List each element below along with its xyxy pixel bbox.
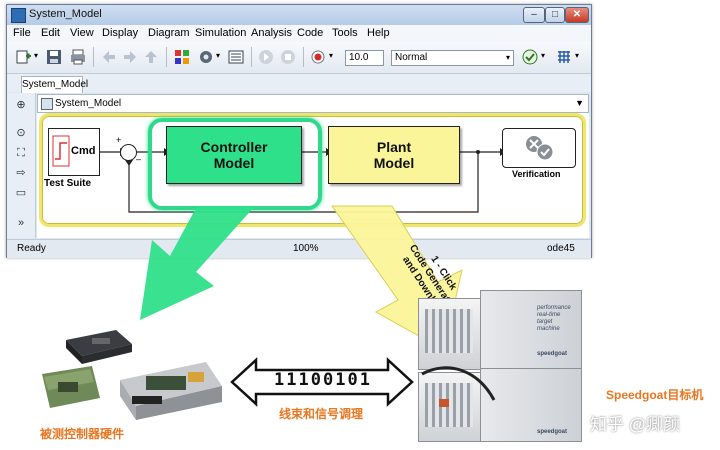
hide-browser-icon[interactable]: ⊕ (16, 99, 26, 111)
chevron-down-icon[interactable]: ▼ (575, 98, 584, 108)
test-suite-cmd: Cmd (71, 145, 96, 157)
chevron-down-icon[interactable]: ▾ (216, 51, 221, 60)
menu-code[interactable]: Code (297, 27, 324, 39)
chevron-down-icon[interactable]: ▾ (329, 51, 334, 60)
controller-hardware-image (42, 330, 222, 420)
binary-signal-text: 11100101 (274, 370, 372, 390)
forward-arrow-icon[interactable] (121, 48, 139, 66)
pause-icon[interactable] (279, 48, 297, 66)
controller-to-hardware-arrow (140, 206, 255, 320)
chevron-down-icon[interactable]: ▾ (541, 51, 546, 60)
test-suite-block[interactable]: Cmd (48, 128, 100, 176)
menu-diagram[interactable]: Diagram (148, 27, 190, 39)
minimize-button[interactable]: – (523, 7, 545, 23)
address-bar[interactable]: System_Model ▼ (37, 94, 589, 113)
plant-label-line1: Plant (376, 139, 412, 155)
menu-tools[interactable]: Tools (332, 27, 358, 39)
palette-sidebar: ⊕ ⊙ ⛶ ⇨ ▭ » (7, 93, 36, 238)
menu-edit[interactable]: Edit (41, 27, 60, 39)
speedgoat-target-machine: performance real-time target machine spe… (418, 290, 582, 444)
expand-sidebar-icon[interactable]: » (17, 217, 25, 229)
verification-label: Verification (512, 169, 561, 179)
sum-block[interactable] (120, 144, 137, 161)
test-suite-label: Test Suite (44, 178, 92, 189)
arrow-right-icon[interactable]: ⇨ (16, 167, 26, 179)
rack-port (439, 399, 449, 407)
fit-to-view-icon[interactable]: ⛶ (17, 147, 25, 159)
rack-slots-top (425, 309, 473, 353)
stop-time-input[interactable]: 10.0 (345, 50, 384, 66)
sum-plus-sign: + (116, 135, 122, 145)
controller-model-block[interactable]: Controller Model (166, 126, 302, 184)
binary-signal-arrow (230, 357, 414, 407)
plant-model-block[interactable]: Plant Model (328, 126, 460, 184)
print-icon[interactable] (69, 48, 87, 66)
back-arrow-icon[interactable] (100, 48, 118, 66)
rack-logo-top: speedgoat (537, 351, 568, 357)
rack-cable (421, 366, 496, 401)
verification-block[interactable] (502, 128, 576, 168)
up-arrow-icon[interactable] (142, 48, 160, 66)
simulink-app-icon (11, 8, 26, 23)
tab-strip: System_Model (7, 74, 591, 93)
rack-text-top: performance real-time target machine (537, 305, 571, 332)
toolbar: ▾ ▾ ▾ 10.0 Normal ▾ ▾ ▾ (7, 42, 591, 74)
settings-gear-icon[interactable] (197, 48, 215, 66)
maximize-button[interactable]: □ (545, 7, 565, 23)
chevron-down-icon[interactable]: ▾ (34, 51, 39, 60)
controller-label-line1: Controller (200, 139, 268, 155)
build-grid-icon[interactable] (555, 48, 573, 66)
speedgoat-brand: Speedgoat (606, 388, 668, 402)
window-title: System_Model (29, 8, 102, 20)
check-model-icon[interactable] (521, 48, 539, 66)
chevron-down-icon[interactable]: ▾ (575, 51, 580, 60)
zoom-level: 100% (293, 243, 319, 254)
zoom-icon[interactable]: ⊙ (16, 127, 26, 139)
model-explorer-icon[interactable] (227, 48, 245, 66)
menu-analysis[interactable]: Analysis (251, 27, 292, 39)
status-text: Ready (17, 243, 46, 254)
verification-status-icon (526, 136, 554, 161)
tab-system-model[interactable]: System_Model (21, 76, 88, 93)
menu-help[interactable]: Help (367, 27, 390, 39)
rack-front-bottom (418, 372, 482, 442)
record-icon[interactable] (309, 48, 327, 66)
library-browser-icon[interactable] (173, 48, 191, 66)
close-button[interactable]: ✕ (565, 7, 589, 23)
new-model-icon[interactable] (15, 48, 33, 66)
rack-side-bottom: speedgoat (480, 368, 582, 442)
save-icon[interactable] (45, 48, 63, 66)
system-boundary (39, 113, 586, 227)
step-back-icon[interactable] (257, 48, 275, 66)
rack-logo-bottom: speedgoat (537, 429, 568, 435)
speedgoat-suffix: 目标机 (667, 388, 704, 402)
menu-simulation[interactable]: Simulation (195, 27, 247, 39)
hardware-label: 被测控制器硬件 (40, 427, 125, 441)
address-path: System_Model (55, 98, 122, 109)
chevron-down-icon: ▾ (505, 53, 510, 62)
annotation-icon[interactable]: ▭ (15, 187, 27, 199)
model-icon (41, 98, 53, 110)
simulation-mode-select[interactable]: Normal ▾ (391, 50, 514, 66)
title-bar: System_Model – □ ✕ (7, 5, 591, 25)
signal-builder-icon (52, 135, 70, 167)
controller-label-line2: Model (213, 155, 255, 171)
watermark: 知乎 @卿颜 (590, 415, 680, 434)
sum-minus-sign: – (136, 154, 142, 164)
menu-display[interactable]: Display (102, 27, 139, 39)
plant-label-line2: Model (373, 155, 415, 171)
rack-slots-bottom (425, 383, 473, 427)
solver-name: ode45 (547, 243, 575, 254)
menu-file[interactable]: File (13, 27, 31, 39)
menu-view[interactable]: View (70, 27, 94, 39)
simulation-mode-value: Normal (395, 52, 428, 63)
speedgoat-label: Speedgoat目标机 (606, 386, 703, 403)
harness-label: 线束和信号调理 (279, 407, 364, 421)
menu-bar: File Edit View Display Diagram Simulatio… (7, 25, 591, 42)
